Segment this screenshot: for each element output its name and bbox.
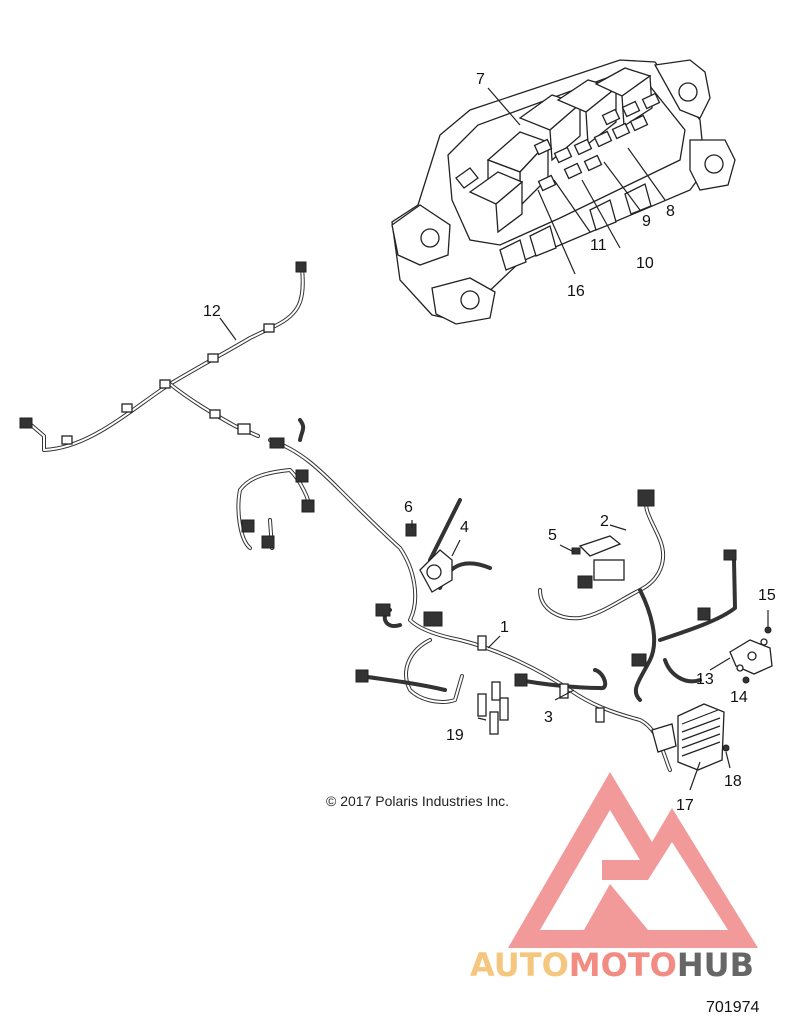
callout-5: 5 <box>548 527 557 544</box>
callout-14: 14 <box>730 689 748 706</box>
watermark-word-auto: AUTO <box>470 946 569 984</box>
callout-10: 10 <box>636 255 654 272</box>
callout-4: 4 <box>460 519 469 536</box>
callout-13: 13 <box>696 671 714 688</box>
watermark-word-hub: HUB <box>677 946 754 984</box>
callout-19: 19 <box>446 727 464 744</box>
callout-2: 2 <box>600 513 609 530</box>
part-17-18-regulator <box>651 703 730 771</box>
callout-16: 16 <box>567 283 585 300</box>
part-5-module <box>571 535 625 581</box>
fuse-box-assembly <box>391 59 736 325</box>
part-4-bracket <box>419 549 453 593</box>
leader-lines <box>219 87 769 791</box>
callout-9: 9 <box>642 213 651 230</box>
callout-8: 8 <box>666 203 675 220</box>
callout-11: 11 <box>590 237 607 254</box>
automotohub-watermark <box>508 772 758 948</box>
document-number: 701974 <box>706 999 759 1016</box>
callout-7: 7 <box>476 71 485 88</box>
callout-3: 3 <box>544 709 553 726</box>
part-19-bolts <box>477 681 509 735</box>
callout-15: 15 <box>758 587 776 604</box>
callout-1: 1 <box>500 619 509 636</box>
part-6-clip <box>405 523 417 537</box>
main-harness <box>236 418 737 772</box>
watermark-triangle-inner <box>540 810 728 930</box>
callout-17: 17 <box>676 797 694 814</box>
part-13-bracket <box>729 638 773 675</box>
callout-18: 18 <box>724 773 742 790</box>
copyright-text: © 2017 Polaris Industries Inc. <box>326 793 509 809</box>
callout-6: 6 <box>404 499 413 516</box>
callout-12: 12 <box>203 303 221 320</box>
callout-labels: 7 8 9 10 11 16 12 6 4 2 5 1 3 15 13 14 1… <box>203 71 776 814</box>
watermark-word-moto: MOTO <box>569 946 677 984</box>
fuse-row <box>533 92 661 192</box>
part-14-nut <box>742 676 750 684</box>
harness-12 <box>19 261 307 452</box>
svg-text:AUTOMOTOHUB: AUTOMOTOHUB <box>470 946 754 984</box>
